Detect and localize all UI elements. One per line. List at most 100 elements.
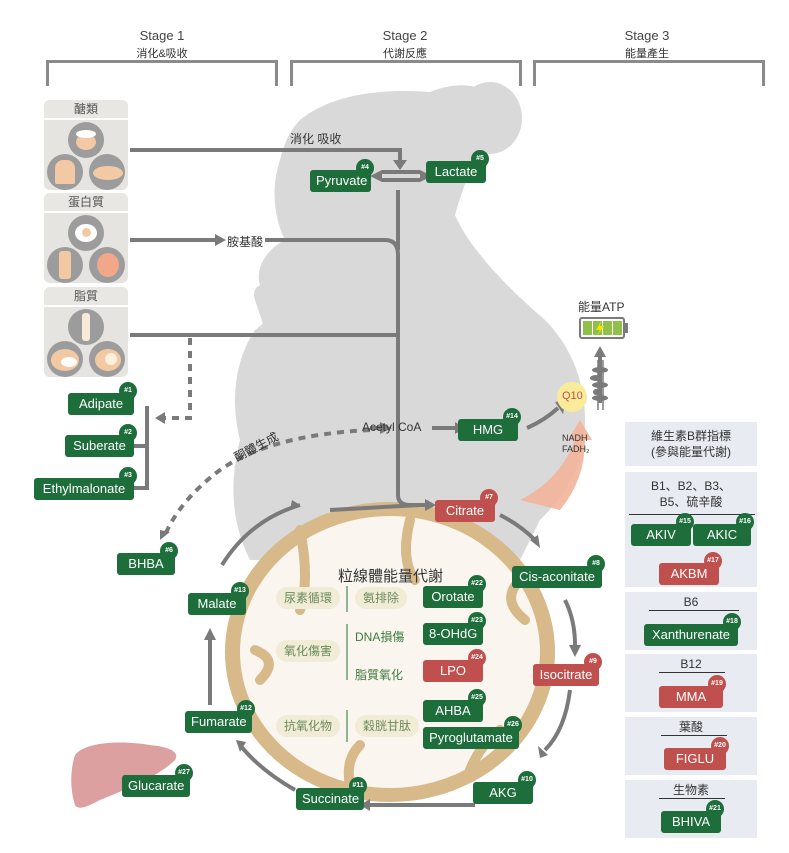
category-antioxidants: 抗氧化物	[276, 715, 341, 737]
egg-icon	[68, 215, 104, 251]
marker-name: AKG	[489, 785, 517, 800]
marker-name: AHBA	[435, 703, 471, 718]
nadh-flame	[520, 420, 592, 510]
vitamin-divider	[661, 735, 727, 736]
marker-number-badge: #16	[736, 513, 754, 531]
marker-number-badge: #22	[468, 575, 486, 593]
marker-name: FIGLU	[675, 751, 715, 766]
marker-number-badge: #13	[231, 582, 249, 600]
marker-name: Suberate	[73, 438, 126, 453]
marker-fumarate[interactable]: Fumarate#12	[185, 700, 255, 733]
acetyl-coa-label: Acetyl CoA	[362, 420, 422, 434]
sub-dna-damage: DNA損傷	[355, 630, 405, 644]
category-oxidative-damage: 氧化傷害	[276, 640, 341, 662]
stage-2-subtitle: 代謝反應	[383, 48, 427, 60]
marker-name: HMG	[472, 422, 504, 437]
marker-glucarate[interactable]: Glucarate#27	[122, 764, 193, 797]
food-group-fat: 脂質	[44, 287, 128, 377]
marker-name: Succinate	[302, 791, 360, 806]
hair-bun	[458, 82, 522, 154]
marker-suberate[interactable]: Suberate#2	[65, 424, 137, 457]
stage-3-bracket	[533, 60, 765, 86]
marker-name: Xanthurenate	[651, 627, 731, 642]
marker-name: Fumarate	[191, 714, 247, 729]
marker-number-badge: #17	[704, 552, 722, 570]
marker-name: Malate	[197, 596, 237, 611]
marker-isocitrate[interactable]: Isocitrate#9	[533, 653, 602, 686]
marker-adipate[interactable]: Adipate#1	[68, 382, 137, 415]
marker-akiv[interactable]: AKIV#15	[631, 513, 694, 546]
marker-name: Ethylmalonate	[42, 481, 126, 496]
marker-lpo[interactable]: LPO#24	[423, 649, 486, 682]
marker-number-badge: #8	[587, 555, 605, 573]
marker-name: 8-OHdG	[429, 626, 478, 641]
vitamin-panel-title: 維生素B群指標	[650, 429, 731, 443]
marker-lactate[interactable]: Lactate#5	[426, 150, 489, 183]
stage-1-header: Stage 1 消化&吸收	[62, 28, 262, 61]
oil-bottle-icon	[68, 309, 104, 345]
marker-name: LPO	[439, 663, 466, 678]
marker-bhiva[interactable]: BHIVA#21	[661, 800, 724, 833]
marker-number-badge: #1	[119, 382, 137, 400]
marker-number-badge: #24	[468, 649, 486, 667]
food-group-label: 脂質	[44, 287, 128, 307]
marker-pyruvate[interactable]: Pyruvate#4	[310, 159, 374, 192]
marker-akbm[interactable]: AKBM#17	[659, 552, 722, 585]
bread-icon	[47, 154, 83, 190]
marker-succinate[interactable]: Succinate#11	[296, 777, 367, 810]
food-group-label: 醣類	[44, 100, 128, 120]
marker-name: Orotate	[431, 589, 475, 604]
marker-number-badge: #20	[711, 737, 729, 755]
marker-number-badge: #3	[119, 467, 137, 485]
stage-1-subtitle: 消化&吸收	[136, 48, 188, 60]
vitamin-panel-header: 維生素B群指標 (參與能量代謝)	[625, 422, 757, 466]
marker-akic[interactable]: AKIC#16	[693, 513, 754, 546]
category-divider	[346, 624, 348, 680]
nadh-label: NADH	[562, 433, 588, 443]
marker-8-ohdg[interactable]: 8-OHdG#23	[423, 612, 486, 645]
marker-number-badge: #25	[468, 689, 486, 707]
marker-number-badge: #19	[708, 675, 726, 693]
marker-name: Glucarate	[128, 778, 185, 793]
vitamin-group-label: B12	[680, 657, 702, 671]
sweet-potato-icon	[89, 154, 125, 190]
sub-glutathione: 穀胱甘肽	[355, 715, 420, 737]
marker-number-badge: #6	[160, 542, 178, 560]
marker-number-badge: #26	[504, 716, 522, 734]
battery-icon	[579, 317, 628, 339]
vitamin-divider	[659, 672, 725, 673]
stage-3-title: Stage 3	[624, 28, 670, 43]
marker-hmg[interactable]: HMG#14	[458, 408, 521, 441]
marker-ahba[interactable]: AHBA#25	[423, 689, 486, 722]
marker-number-badge: #21	[706, 800, 724, 818]
marker-akg[interactable]: AKG#10	[473, 771, 536, 804]
marker-cis-aconitate[interactable]: Cis-aconitate#8	[512, 555, 605, 588]
marker-bhba[interactable]: BHBA#6	[117, 542, 178, 575]
stage-2-header: Stage 2 代謝反應	[305, 28, 505, 61]
marker-name: MMA	[675, 689, 707, 704]
marker-number-badge: #2	[119, 424, 137, 442]
marker-malate[interactable]: Malate#13	[188, 582, 249, 615]
marker-mma[interactable]: MMA#19	[659, 675, 726, 708]
rice-bowl-icon	[68, 122, 104, 158]
milk-icon	[47, 247, 83, 283]
marker-number-badge: #4	[356, 159, 374, 177]
marker-number-badge: #23	[468, 612, 486, 630]
marker-number-badge: #9	[584, 653, 602, 671]
marker-figlu[interactable]: FIGLU#20	[664, 737, 729, 770]
vitamin-group-label: 葉酸	[678, 720, 703, 734]
marker-number-badge: #11	[349, 777, 367, 795]
marker-pyroglutamate[interactable]: Pyroglutamate#26	[423, 716, 522, 749]
marker-name: AKIV	[646, 527, 676, 542]
vitamin-panel-subtitle: (參與能量代謝)	[651, 445, 731, 459]
vitamin-divider	[659, 798, 725, 799]
marker-name: Cis-aconitate	[519, 569, 595, 584]
marker-ethylmalonate[interactable]: Ethylmalonate#3	[34, 467, 137, 500]
stage-1-title: Stage 1	[139, 28, 185, 43]
food-group-carbs: 醣類	[44, 100, 128, 190]
marker-citrate[interactable]: Citrate#7	[435, 489, 498, 522]
marker-orotate[interactable]: Orotate#22	[423, 575, 486, 608]
marker-xanthurenate[interactable]: Xanthurenate#18	[644, 613, 741, 646]
mitochondria-title: 粒線體能量代謝	[338, 568, 444, 585]
